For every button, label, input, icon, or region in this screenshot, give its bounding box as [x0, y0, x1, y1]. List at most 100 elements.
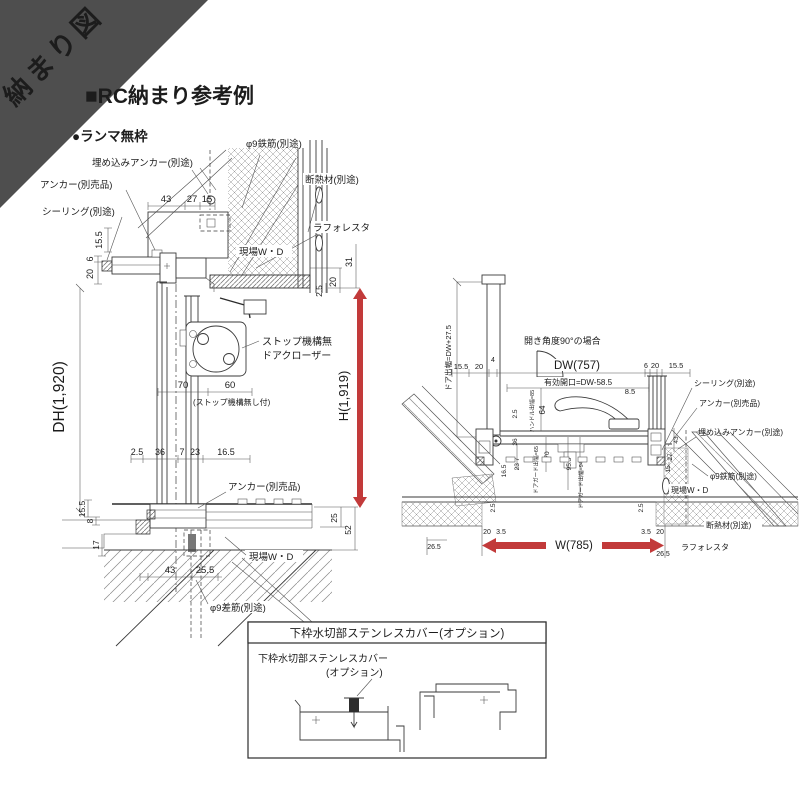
label-embedded-anchor-p: 埋め込みアンカー(別途): [698, 427, 783, 437]
detail-box: 下枠水切部ステンレスカバー(オプション) 下枠水切部ステンレスカバー (オプショ…: [231, 557, 547, 759]
dims-handle: 64 ハンドル出幅=85 2.5 36 23 7 16.5 70 ドアガード出幅…: [501, 388, 585, 509]
dim-20rp: 20: [651, 361, 659, 370]
label-handle-depth: ハンドル出幅=85: [528, 390, 536, 432]
dim-6p: 6: [644, 363, 648, 370]
dim-36p: 36: [512, 438, 519, 446]
label-anchor-top: アンカー(別売品): [40, 179, 112, 191]
label-site-wd-p: 現場W・D: [671, 485, 709, 495]
slab-break-lines: [115, 549, 317, 647]
dim-70: 70: [178, 380, 189, 391]
label-rebar: φ9鉄筋(別途): [246, 138, 302, 150]
label-door-depth: ドア出幅=DW+27.5: [443, 325, 453, 391]
dim-17: 17: [91, 540, 101, 550]
dim-DH: DH(1,920): [51, 361, 68, 433]
label-sealing: シーリング(別途): [42, 206, 115, 218]
plan-section: ドア出幅=DW+27.5 開き角度90°の場合 15.5 20 4 DW(757…: [401, 274, 799, 558]
dim-8.5: 8.5: [625, 387, 635, 396]
dim-8: 8: [85, 518, 95, 523]
wall-left: [401, 385, 501, 507]
dim-15p: 15: [665, 465, 672, 473]
break-lines: [137, 149, 233, 239]
anchor-dashed-box: [199, 214, 231, 232]
callouts-right: シーリング(別途) アンカー(別売品) 埋め込みアンカー(別途) φ9鉄筋(別途…: [661, 378, 783, 552]
dim-15.5: 15.5: [94, 231, 104, 249]
corner-banner: 納まり図: [0, 0, 208, 208]
label-guard-94: ドアガード出幅=94: [577, 461, 585, 509]
dim-2.5p: 2.5: [512, 409, 519, 418]
dim-60: 60: [225, 380, 236, 391]
dim-16.5: 16.5: [217, 447, 235, 457]
dim-52: 52: [343, 525, 353, 535]
dim-23-7: 23 7: [514, 457, 521, 470]
door-top-cap: [481, 274, 506, 285]
dim-W: W(785): [555, 540, 593, 552]
embedded-anchor-icon: [206, 195, 216, 205]
label-guard-65: ドアガード出幅=65: [532, 446, 540, 494]
dim-23: 23: [190, 447, 200, 457]
dim-20r: 20: [328, 277, 338, 287]
dim-20bl: 20: [483, 529, 491, 536]
dim-95.5: 95.5: [566, 457, 573, 470]
dim-36: 36: [155, 447, 165, 457]
dims-bottom-left: 15.5 8 17 43 25.5: [77, 499, 222, 581]
dim-6: 6: [85, 256, 95, 261]
callouts-left: 埋め込みアンカー(別途) アンカー(別売品) シーリング(別途) φ9鉄筋(別途…: [40, 138, 371, 614]
dim-2.5br: 2.5: [638, 503, 645, 512]
label-laforesta: ラフォレスタ: [313, 223, 370, 234]
dims-right: 2.5 20 31 25 52: [310, 244, 360, 551]
dim-26.5l: 26.5: [427, 544, 441, 551]
dim-15.5b: 15.5: [77, 500, 87, 517]
label-site-wd-bottom: 現場W・D: [249, 551, 293, 563]
section-subtitle: ●ランマ無枠: [72, 128, 148, 144]
door-leaf: [184, 295, 200, 507]
label-embedded-anchor: 埋め込みアンカー(別途): [92, 157, 193, 169]
dim-43p: 43: [673, 436, 680, 444]
dims-bottom-plan: 2.5 2.5 20 3.5 3.5 20 26.5 26.5: [426, 503, 670, 558]
screw: [349, 698, 359, 712]
label-opening-angle: 開き角度90°の場合: [524, 335, 601, 346]
dim-16.5p: 16.5: [501, 464, 508, 477]
dim-2.5bl: 2.5: [490, 503, 497, 512]
dim-effective-opening: 有効開口=DW-58.5: [544, 377, 613, 387]
dim-20br: 20: [656, 529, 664, 536]
dim-2.5: 2.5: [314, 285, 324, 297]
h-arrow: H(1,919): [336, 288, 367, 508]
dim-H: H(1,919): [336, 371, 351, 422]
sealing-block: [101, 260, 113, 272]
head-frame: [111, 256, 161, 275]
dim-3.5bl: 3.5: [496, 529, 506, 536]
h-arrow-body: [357, 299, 363, 497]
sill-assembly: [62, 498, 313, 638]
dim-43b: 43: [165, 565, 176, 576]
label-insulation: 断熱材(別途): [305, 174, 359, 186]
label-anchor-bottom: アンカー(別売品): [228, 481, 300, 493]
detail-box-frame: [247, 621, 547, 759]
dim-15.5rp: 15.5: [669, 361, 684, 370]
dim-4: 4: [491, 357, 495, 364]
dim-DW: DW(757): [554, 360, 600, 372]
dim-3.5br: 3.5: [641, 529, 651, 536]
label-laforesta-p: ラフォレスタ: [681, 543, 729, 552]
dim-7: 7: [179, 447, 184, 457]
soffit-strip: [209, 274, 311, 289]
dim-27: 27: [187, 194, 198, 205]
dim-64: 64: [538, 405, 547, 414]
dim-20p: 20: [475, 362, 483, 371]
label-closer-2: ドアクローザー: [262, 350, 331, 362]
label-rebar-p: φ9鉄筋(別途): [710, 471, 757, 481]
h-arrow-head-down: [353, 497, 367, 508]
label-insulation-p: 断熱材(別途): [706, 520, 752, 530]
sill-detail-drawing: [294, 683, 517, 752]
dim-15.5p: 15.5: [454, 362, 469, 371]
label-closer-1: ストップ機構無: [262, 335, 332, 348]
label-anchor-p: アンカー(別売品): [699, 398, 760, 408]
detail-box-header: 下枠水切部ステンレスカバー(オプション): [290, 626, 505, 640]
closed-door: [478, 396, 672, 469]
dim-2.5m: 2.5: [131, 447, 144, 457]
detail-label-2: (オプション): [326, 667, 383, 679]
w-arrow-head-left: [482, 538, 496, 553]
closer-body: [185, 321, 247, 377]
vertical-section: 43 27 15 15.5 6 20 DH(1,920) 2.5 20 31 2…: [40, 138, 371, 647]
dims-mid: 2.5 36 7 23 16.5: [130, 447, 251, 463]
